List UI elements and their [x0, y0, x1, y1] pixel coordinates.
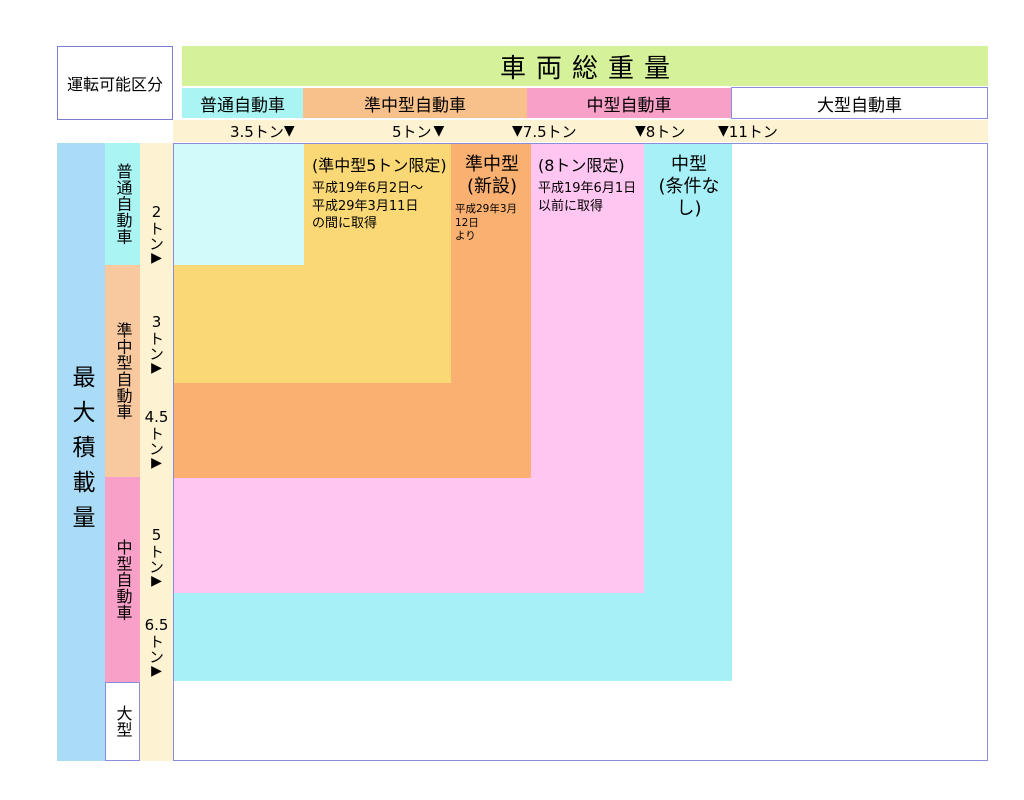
label-title: (準中型5トン限定)	[312, 156, 447, 175]
label-title-line-2: (条件なし)	[658, 175, 720, 219]
triangle-down-icon: ▼	[433, 123, 445, 139]
label-line-1: 平成19年6月1日	[538, 181, 637, 196]
payload-tick-unit: トン	[147, 221, 165, 251]
payload-tick-number: 3	[151, 313, 162, 331]
label-chugata-jokennashi: 中型 (条件なし)	[646, 154, 732, 220]
label-title-line-1: 中型	[671, 154, 707, 175]
rail-category-ogata[interactable]: 大型	[105, 682, 140, 761]
plot-area: (準中型5トン限定) 平成19年6月2日〜 平成29年3月11日 の間に取得 準…	[173, 143, 988, 761]
gvw-tick-8: ▼ 8トン	[635, 120, 685, 142]
label-line-2: より	[455, 230, 476, 243]
gvw-tick-11: ▼ 11トン	[718, 120, 778, 142]
triangle-right-icon: ▶	[151, 573, 162, 589]
rail-category-label: 大型	[113, 705, 133, 738]
payload-tick-2: 2 トン ▶	[140, 203, 173, 265]
payload-tick-number: 5	[151, 526, 162, 544]
triangle-right-icon: ▶	[151, 250, 162, 266]
gvw-tick-label: 7.5トン	[522, 122, 577, 141]
gvw-tick-label: 8トン	[645, 122, 686, 141]
gvw-tick-5: 5トン ▼	[392, 120, 444, 142]
triangle-down-icon: ▼	[512, 123, 523, 139]
label-title-line-2: (新設)	[466, 175, 518, 197]
label-title-line-1: 準中型	[465, 154, 519, 175]
block-futsu[interactable]	[174, 144, 304, 265]
payload-tick-unit: トン	[147, 426, 165, 456]
header-category-label: 大型自動車	[817, 95, 902, 116]
label-line-1: 平成19年6月2日〜	[312, 181, 424, 196]
payload-tick-bar: 2 トン ▶ 3 トン ▶ 4.5 トン ▶ 5 トン ▶ 6.5 トン ▶	[140, 143, 173, 761]
gvw-title: 車両総重量	[499, 53, 680, 84]
header-category-label: 普通自動車	[200, 95, 285, 116]
header-category-chugata[interactable]: 中型自動車	[527, 88, 731, 118]
payload-tick-unit: トン	[147, 544, 165, 574]
payload-tick-4p5: 4.5 トン ▶	[140, 408, 173, 470]
rail-category-label: 普通自動車	[113, 163, 133, 245]
triangle-down-icon: ▼	[718, 123, 729, 139]
rail-category-junchugata[interactable]: 準中型自動車	[105, 265, 140, 477]
gvw-tick-label: 3.5トン	[230, 122, 284, 141]
payload-tick-5: 5 トン ▶	[140, 526, 173, 588]
triangle-down-icon: ▼	[283, 123, 295, 139]
header-category-label: 準中型自動車	[364, 95, 466, 116]
label-line-2: 以前に取得	[538, 198, 604, 214]
triangle-right-icon: ▶	[151, 663, 162, 679]
payload-tick-3: 3 トン ▶	[140, 313, 173, 375]
label-junchugata-shinsetsu: 準中型 (新設) 平成29年3月12日 より	[455, 154, 529, 244]
payload-tick-unit: トン	[147, 331, 165, 361]
header-category-ogata[interactable]: 大型自動車	[731, 87, 988, 119]
label-junchugata-5t-gentei: (準中型5トン限定) 平成19年6月2日〜 平成29年3月11日 の間に取得	[312, 156, 457, 233]
label-line-2: 平成29年3月11日	[312, 198, 419, 214]
payload-tick-6p5: 6.5 トン ▶	[140, 616, 173, 678]
header-category-label: 中型自動車	[586, 95, 672, 116]
payload-tick-number: 2	[151, 203, 162, 221]
label-line-1: 平成29年3月12日	[455, 202, 518, 229]
payload-title: 最大積載量	[68, 364, 94, 540]
header-category-futsu[interactable]: 普通自動車	[182, 88, 303, 118]
label-title: (8トン限定)	[538, 156, 625, 175]
triangle-right-icon: ▶	[151, 455, 162, 471]
gvw-tick-7p5: ▼ 7.5トン	[512, 120, 577, 142]
payload-tick-number: 4.5	[144, 408, 169, 426]
gvw-tick-3p5: 3.5トン ▼	[230, 120, 295, 142]
gvw-tick-bar: 3.5トン ▼ 5トン ▼ ▼ 7.5トン ▼ 8トン ▼ 11トン	[173, 120, 988, 142]
label-line-3: の間に取得	[312, 216, 378, 232]
rail-category-label: 中型自動車	[113, 538, 133, 621]
corner-label: 運転可能区分	[66, 75, 163, 94]
rail-category-chugata[interactable]: 中型自動車	[105, 477, 140, 682]
payload-tick-unit: トン	[147, 634, 165, 664]
gvw-tick-label: 5トン	[392, 122, 432, 141]
corner-label-box: 運転可能区分	[57, 46, 173, 120]
triangle-right-icon: ▶	[151, 360, 162, 376]
rail-category-label: 準中型自動車	[113, 322, 133, 420]
rail-category-futsu[interactable]: 普通自動車	[105, 143, 140, 265]
gvw-title-bar: 車両総重量	[182, 46, 988, 86]
header-category-junchugata[interactable]: 準中型自動車	[303, 88, 527, 118]
payload-tick-number: 6.5	[144, 616, 169, 634]
triangle-down-icon: ▼	[635, 123, 646, 139]
label-chugata-8t-gentei: (8トン限定) 平成19年6月1日 以前に取得	[538, 156, 644, 215]
payload-title-bar: 最大積載量	[57, 143, 105, 761]
gvw-tick-label: 11トン	[728, 122, 778, 141]
